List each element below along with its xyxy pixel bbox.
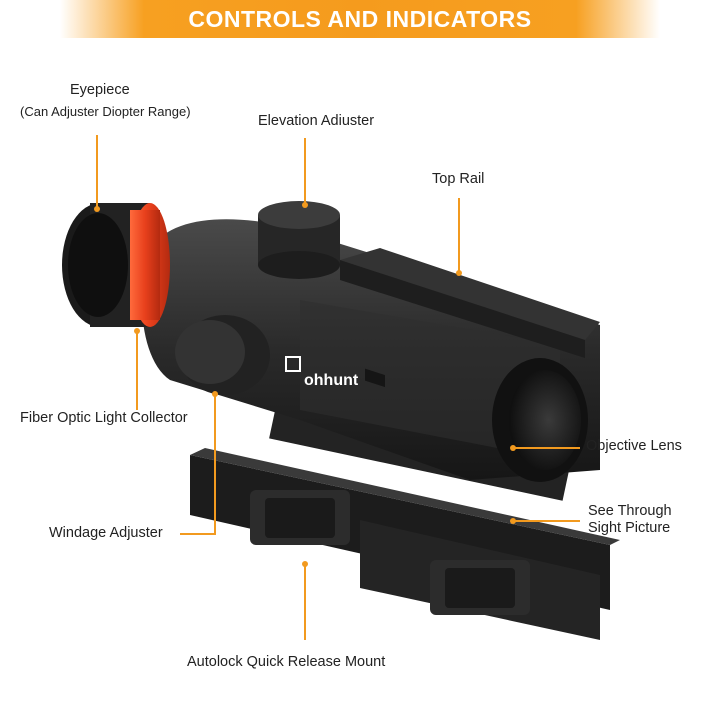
label-top-rail: Top Rail bbox=[432, 171, 485, 187]
leader-dot-eyepiece bbox=[94, 206, 100, 212]
label-see-through-1: See Through bbox=[588, 503, 672, 519]
leader-dot-mount bbox=[302, 561, 308, 567]
brand-logo: ohhunt bbox=[285, 356, 359, 389]
leader-dot-top-rail bbox=[456, 270, 462, 276]
label-eyepiece-note: (Can Adjuster Diopter Range) bbox=[20, 104, 191, 119]
leader-elevation bbox=[304, 138, 306, 206]
leader-dot-objective-lens bbox=[510, 445, 516, 451]
top-rail bbox=[340, 248, 600, 388]
leader-dot-windage bbox=[212, 391, 218, 397]
leader-mount bbox=[304, 565, 306, 640]
label-windage: Windage Adjuster bbox=[49, 525, 163, 541]
eyepiece bbox=[62, 203, 170, 327]
leader-eyepiece bbox=[96, 135, 98, 210]
page-title: CONTROLS AND INDICATORS bbox=[188, 5, 532, 32]
leader-dot-see-through bbox=[510, 518, 516, 524]
leader-windage-horizontal bbox=[180, 533, 216, 535]
brand-text: ohhunt bbox=[304, 372, 359, 389]
leader-dot-fiber-optic bbox=[134, 328, 140, 334]
leader-dot-elevation bbox=[302, 202, 308, 208]
label-mount: Autolock Quick Release Mount bbox=[187, 654, 386, 670]
windage-turret bbox=[175, 315, 270, 395]
leader-windage-vertical bbox=[214, 395, 216, 535]
leader-fiber-optic bbox=[136, 330, 138, 410]
label-fiber-optic: Fiber Optic Light Collector bbox=[20, 410, 188, 426]
label-objective-lens: Objective Lens bbox=[586, 438, 682, 454]
elevation-turret bbox=[258, 201, 340, 279]
label-see-through-2: Sight Picture bbox=[588, 520, 671, 536]
leader-objective-lens bbox=[514, 447, 580, 449]
title-banner: CONTROLS AND INDICATORS bbox=[60, 0, 660, 38]
label-eyepiece: Eyepiece bbox=[70, 82, 130, 98]
leader-top-rail bbox=[458, 198, 460, 273]
label-elevation: Elevation Adiuster bbox=[258, 113, 375, 129]
leader-see-through bbox=[514, 520, 580, 522]
